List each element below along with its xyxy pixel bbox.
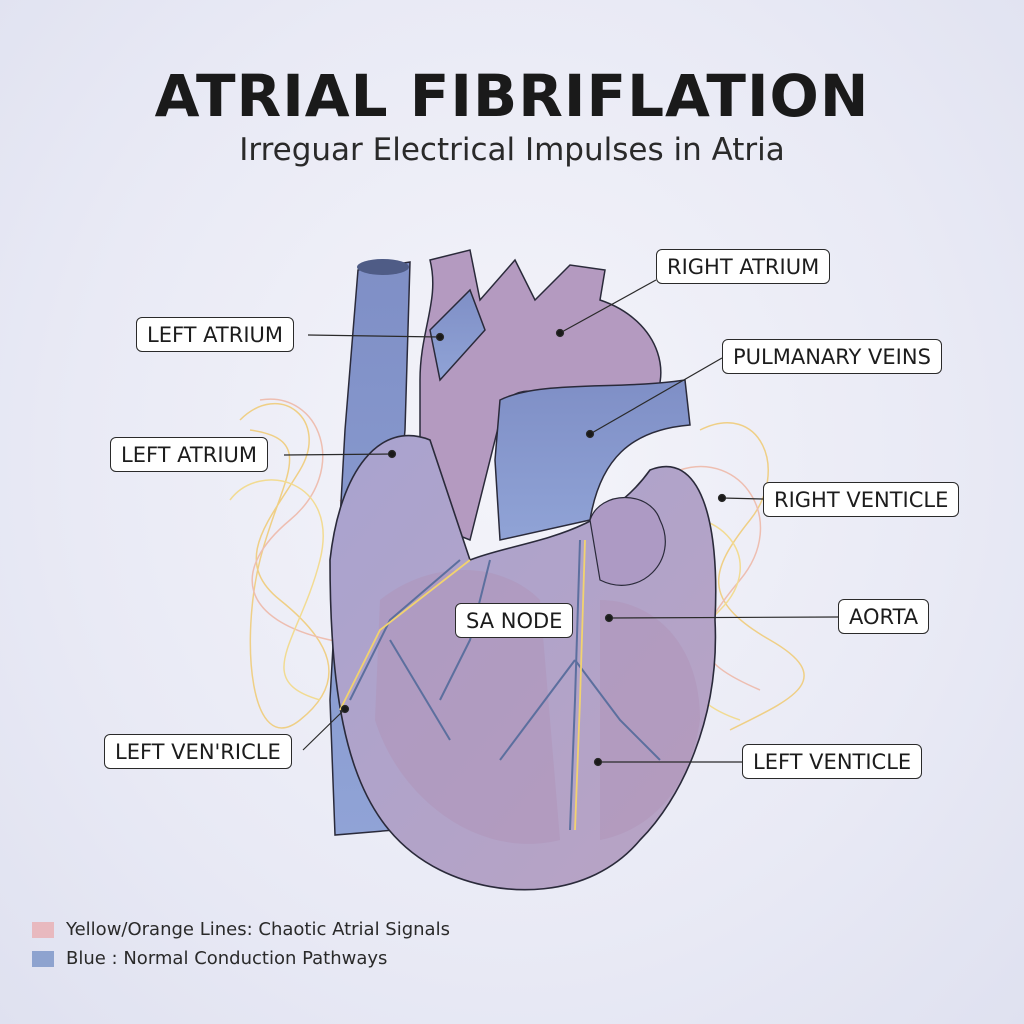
- page-subtitle: Irreguar Electrical Impulses in Atria: [239, 132, 785, 168]
- label-left-atrium: LEFT ATRIUM: [136, 317, 295, 352]
- pulmonary-vein-left: [429, 288, 486, 382]
- label-pulmanary-veins: PULMANARY VEINS: [722, 339, 942, 374]
- label-left-venticle: LEFT VENTICLE: [742, 744, 923, 779]
- label-left-ventricle: LEFT VEN'RICLE: [104, 734, 292, 769]
- ventricle-right-shade: [600, 600, 700, 840]
- vena-cava-opening: [357, 259, 409, 275]
- label-aorta: AORTA: [838, 599, 930, 634]
- ventricle-left-shade: [375, 570, 560, 844]
- legend-swatch-pink: [32, 921, 54, 938]
- right-atrial-appendage: [589, 497, 666, 586]
- label-right-atrium: RIGHT ATRIUM: [656, 249, 831, 284]
- leader-lines: [283, 279, 839, 767]
- conduction-pathways: [349, 539, 661, 831]
- legend-text: Blue : Normal Conduction Pathways: [66, 948, 388, 969]
- pulmonary-trunk: [494, 379, 691, 541]
- label-left-atrium-2: LEFT ATRIUM: [110, 437, 269, 472]
- legend-swatch-blue: [32, 950, 54, 967]
- legend-text: Yellow/Orange Lines: Chaotic Atrial Sign…: [66, 919, 450, 940]
- signal-yellow: [339, 539, 586, 831]
- label-sa-node: SA NODE: [455, 603, 574, 638]
- page-title: ATRIAL FIBRIFLATION: [154, 62, 870, 130]
- label-right-venticle: RIGHT VENTICLE: [763, 482, 960, 517]
- legend-item-chaotic: Yellow/Orange Lines: Chaotic Atrial Sign…: [32, 919, 450, 940]
- legend-item-normal: Blue : Normal Conduction Pathways: [32, 948, 387, 969]
